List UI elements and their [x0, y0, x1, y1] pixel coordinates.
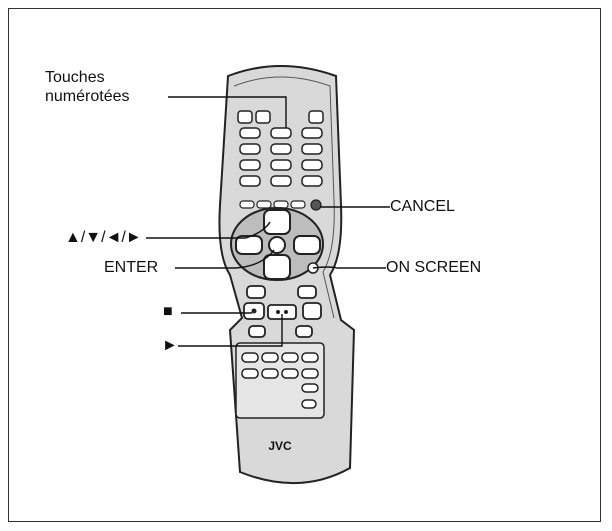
cursor-left-button[interactable] [235, 235, 263, 255]
lower-button[interactable] [301, 368, 319, 379]
number-key[interactable] [301, 175, 323, 187]
play-symbol-label: ► [162, 337, 178, 354]
lower-button[interactable] [301, 352, 319, 363]
numbered-keypad [239, 127, 323, 187]
lower-button[interactable] [301, 399, 317, 409]
number-key[interactable] [270, 159, 292, 171]
lower-button[interactable] [261, 368, 279, 379]
number-key[interactable] [270, 175, 292, 187]
function-button[interactable] [290, 200, 306, 209]
cursor-right-button[interactable] [293, 235, 321, 255]
mid-button[interactable] [246, 285, 266, 299]
number-key[interactable] [239, 159, 261, 171]
top-button-1[interactable] [237, 110, 253, 124]
enter-label: ENTER [104, 259, 159, 276]
on-screen-label: ON SCREEN [386, 259, 482, 276]
play-dot [284, 310, 288, 314]
number-key[interactable] [239, 143, 261, 155]
number-key[interactable] [301, 159, 323, 171]
lower-button[interactable] [261, 352, 279, 363]
number-key[interactable] [239, 127, 261, 139]
brand-logo: JVC [268, 439, 292, 453]
function-row [239, 199, 322, 211]
lower-button[interactable] [281, 368, 299, 379]
enter-leader [175, 249, 275, 269]
mid-button[interactable] [295, 325, 313, 338]
cursor-up-button[interactable] [263, 209, 291, 235]
number-key[interactable] [301, 143, 323, 155]
number-key[interactable] [270, 143, 292, 155]
cursor-label: ▲/▼/◄/► [65, 229, 142, 246]
play-dot [276, 310, 280, 314]
top-button-2[interactable] [255, 110, 271, 124]
lower-buttons [241, 352, 319, 409]
cancel-label: CANCEL [390, 198, 455, 215]
stop-dot [251, 308, 257, 314]
leader-lines [146, 96, 390, 347]
numbered-keys-label-line1: Touches [45, 69, 105, 86]
mid-button[interactable] [248, 325, 266, 338]
number-key[interactable] [301, 127, 323, 139]
numbered-keys-leader [168, 96, 287, 128]
number-key[interactable] [270, 127, 292, 139]
stop-symbol-label: ■ [163, 303, 173, 320]
function-button[interactable] [273, 200, 289, 209]
cursor-down-button[interactable] [263, 254, 291, 280]
numbered-keys-label-line2: numérotées [45, 88, 130, 105]
play-leader [178, 314, 283, 347]
function-button[interactable] [256, 200, 272, 209]
mid-button[interactable] [302, 302, 322, 320]
number-key[interactable] [239, 175, 261, 187]
lower-panel [235, 342, 325, 419]
enter-button[interactable] [268, 236, 286, 254]
lower-button[interactable] [301, 383, 319, 393]
lower-button[interactable] [281, 352, 299, 363]
remote-inner-outline [233, 76, 335, 319]
top-button-3[interactable] [308, 110, 324, 124]
on-screen-leader [312, 266, 386, 269]
lower-button[interactable] [241, 368, 259, 379]
function-button[interactable] [239, 200, 255, 209]
cancel-button[interactable] [310, 199, 322, 211]
mid-button[interactable] [297, 285, 317, 299]
lower-button[interactable] [241, 352, 259, 363]
cursor-leader [146, 221, 271, 239]
transport-area [243, 285, 322, 338]
